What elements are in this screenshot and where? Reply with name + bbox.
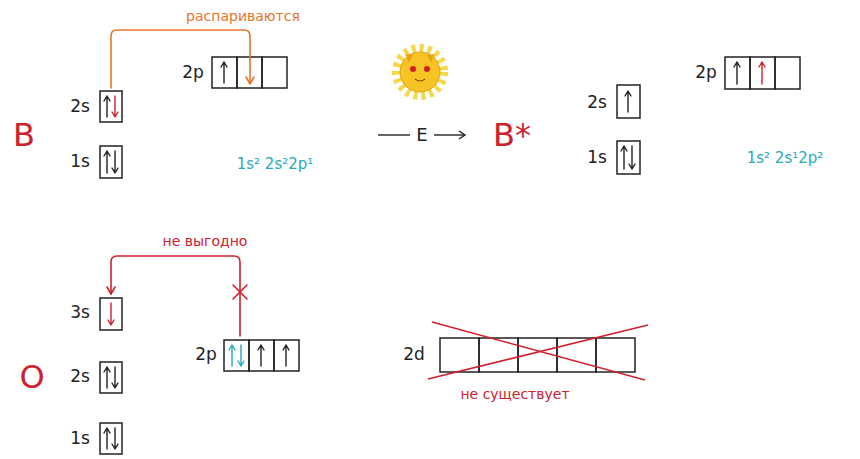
note: распариваются [186, 8, 300, 24]
element-symbol: B [13, 117, 35, 154]
energy-label: E [416, 125, 427, 146]
orbital-boxes [100, 57, 800, 454]
cross-out [428, 322, 648, 380]
electron-config: 1s² 2s¹2p² [747, 150, 824, 167]
orbital-label: 2p [182, 63, 204, 83]
note: не существует [460, 386, 569, 402]
orbital-label: 2s [70, 367, 90, 387]
element-symbol: O [19, 359, 44, 396]
orbital-label: 1s [70, 429, 90, 449]
orbital-label: 2d [403, 345, 425, 365]
orbital-label: 1s [587, 148, 607, 168]
element-symbol: B* [493, 117, 531, 154]
orbital-label: 1s [70, 152, 90, 172]
forbidden-transition [107, 256, 247, 336]
note: не выгодно [163, 233, 248, 249]
energy-sun-icon [396, 48, 444, 96]
orbital-label: 2p [195, 345, 217, 365]
orbital-label: 3s [70, 303, 90, 323]
orbital-label: 2s [70, 97, 90, 117]
unpairing-arrow [111, 30, 254, 88]
orbital-label: 2p [695, 63, 717, 83]
electron-arrows [104, 62, 765, 449]
electron-config: 1s² 2s²2p¹ [237, 156, 314, 173]
orbital-label: 2s [587, 93, 607, 113]
